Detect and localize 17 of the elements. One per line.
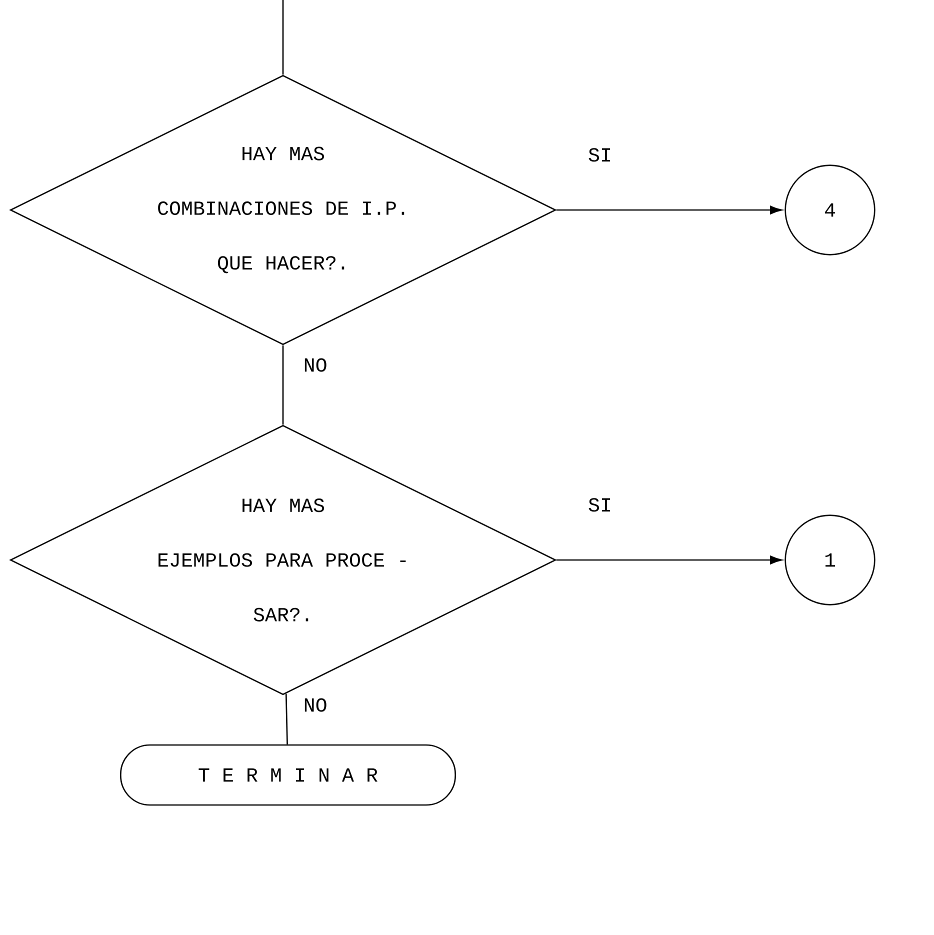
connector-line	[282, 345, 284, 425]
connector-circle	[784, 514, 876, 606]
terminal-text: T E R M I N A R	[198, 768, 378, 782]
connector-circle	[784, 164, 876, 256]
connector-line	[282, 0, 284, 75]
edge-label: NO	[304, 358, 326, 372]
connector-number: 4	[825, 203, 835, 217]
connector-number: 1	[825, 553, 836, 567]
question-text: HAY MAS EJEMPLOS PARA PROCE - SAR?.	[158, 498, 406, 622]
edge-label: SI	[588, 498, 610, 512]
connector-line	[285, 694, 288, 744]
arrow	[556, 206, 782, 214]
terminal-box	[120, 744, 456, 806]
edge-label: NO	[304, 698, 326, 712]
edge-label: SI	[588, 148, 610, 162]
question-text: HAY MAS COMBINACIONES DE I.P. QUE HACER?.	[158, 146, 404, 274]
arrow	[556, 556, 782, 564]
